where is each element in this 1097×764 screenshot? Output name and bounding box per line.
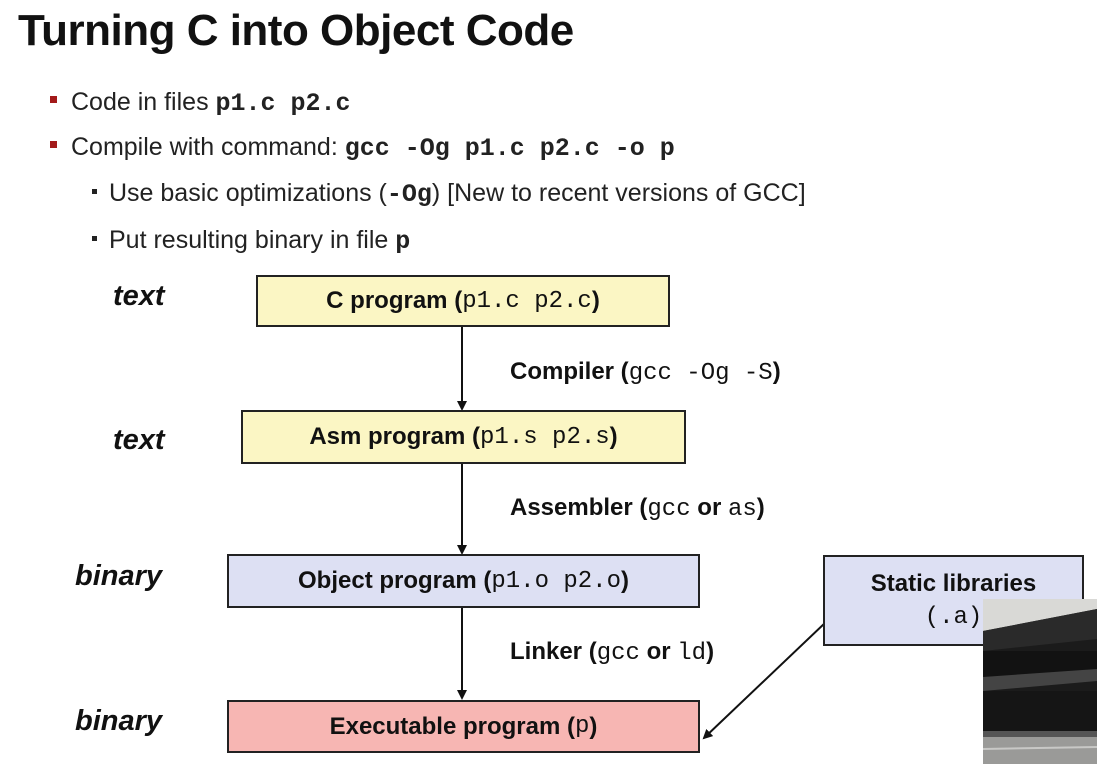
stage-code: p1.o p2.o [491, 567, 621, 595]
bullet-code-files: Code in files p1.c p2.c [50, 88, 351, 118]
static-libraries-box: Static libraries (.a) [823, 555, 1084, 646]
static-libraries-label: Static libraries [870, 569, 1037, 597]
tool-name: Assembler ( [510, 494, 648, 521]
bullet-marker [50, 140, 57, 148]
tool-close: ) [756, 494, 765, 521]
stage-code: p1.c p2.c [462, 287, 592, 315]
bullet-text: Compile with command: [71, 133, 345, 161]
sub-bullet-text: Put resulting binary in file [109, 226, 396, 254]
stage-close: ) [591, 287, 600, 314]
stage-name: C program ( [326, 287, 463, 314]
tool-mid: or [639, 638, 678, 665]
bullet-code: gcc -Og p1.c p2.c -o p [344, 134, 675, 163]
stage-close: ) [620, 567, 629, 594]
tool-name: Compiler ( [510, 358, 629, 385]
compiler-label: Compiler (gcc -Og -S) [510, 358, 781, 387]
object-program-box: Object program (p1.o p2.o) [227, 554, 700, 608]
bullet-compile-command: Compile with command: gcc -Og p1.c p2.c … [50, 133, 675, 163]
stage-close: ) [609, 423, 618, 450]
sub-bullet-marker [92, 235, 97, 241]
tool-name: Linker ( [510, 638, 597, 665]
tool-code2: ld [677, 640, 707, 667]
sub-bullet-code: p [395, 227, 411, 256]
bullet-text: Code in files [71, 88, 216, 116]
tool-code: gcc -Og -S [628, 360, 773, 387]
sub-bullet-text-end: ) [New to recent versions of GCC] [431, 179, 806, 207]
video-thumbnail-image [983, 599, 1097, 764]
c-program-box: C program (p1.c p2.c) [256, 275, 670, 327]
video-thumbnail [983, 599, 1097, 764]
side-label-binary: binary [75, 560, 163, 592]
stage-name: Object program ( [298, 567, 492, 594]
linker-label: Linker (gcc or ld) [510, 638, 714, 667]
side-label-binary: binary [75, 705, 163, 737]
stage-name: Asm program ( [309, 423, 481, 450]
static-libraries-ext: (.a) [924, 603, 983, 631]
sub-bullet-marker [92, 188, 97, 194]
tool-close: ) [772, 358, 781, 385]
slide-title: Turning C into Object Code [18, 6, 574, 55]
asm-program-box: Asm program (p1.s p2.s) [241, 410, 686, 464]
executable-program-box: Executable program (p) [227, 700, 700, 753]
tool-mid: or [690, 494, 728, 521]
stage-code: p [575, 713, 590, 740]
arrow-static-libraries [702, 621, 827, 740]
sub-bullet-output-file: Put resulting binary in file p [92, 226, 410, 256]
tool-code2: as [727, 496, 757, 523]
tool-code: gcc [596, 640, 640, 667]
side-label-text: text [113, 424, 165, 456]
stage-name: Executable program ( [329, 712, 575, 740]
stage-code: p1.s p2.s [480, 423, 610, 451]
side-label-text: text [113, 280, 165, 312]
stage-close: ) [589, 712, 598, 740]
bullet-code: p1.c p2.c [215, 89, 351, 118]
assembler-label: Assembler (gcc or as) [510, 494, 765, 523]
sub-bullet-text: Use basic optimizations ( [109, 179, 387, 207]
tool-code: gcc [647, 496, 691, 523]
sub-bullet-code: -Og [386, 180, 432, 209]
tool-close: ) [706, 638, 715, 665]
sub-bullet-optimizations: Use basic optimizations (-Og) [New to re… [92, 179, 806, 209]
bullet-marker [50, 95, 57, 103]
